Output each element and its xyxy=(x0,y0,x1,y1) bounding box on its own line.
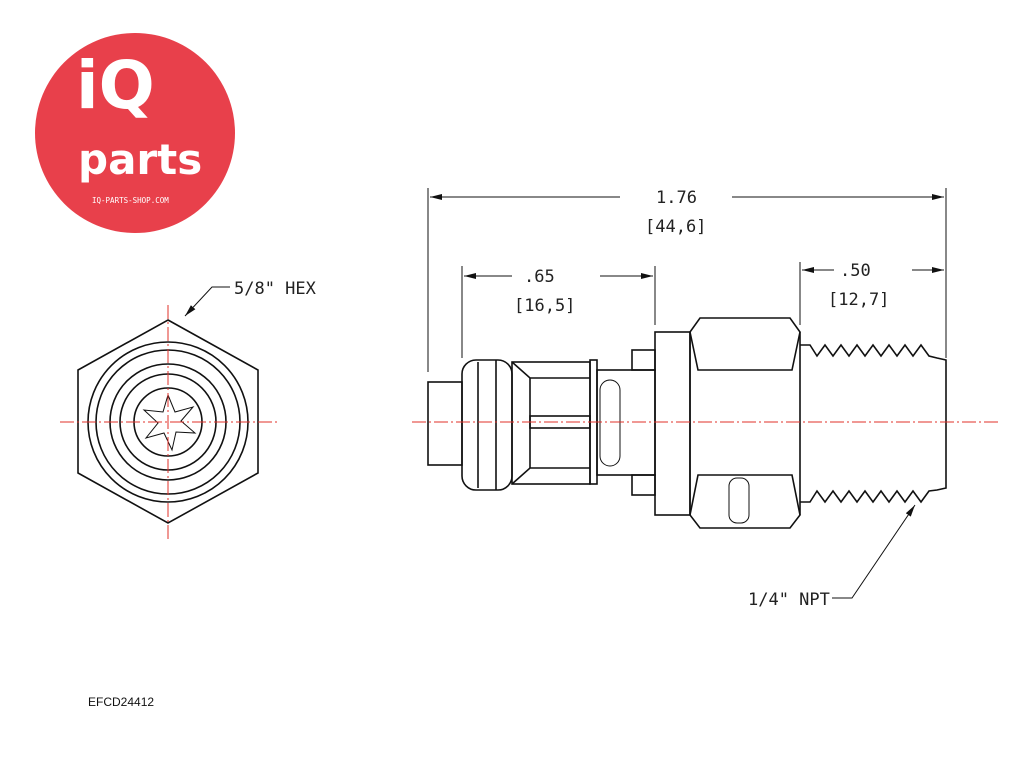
thread-inch: .50 xyxy=(840,261,871,281)
body-mm: [16,5] xyxy=(514,296,575,316)
dimension-overall: 1.76 [44,6] xyxy=(427,188,947,372)
iq-parts-logo: iQ parts IQ-PARTS-SHOP.COM xyxy=(35,33,235,233)
logo-text-parts: parts xyxy=(78,135,202,184)
npt-label: 1/4" NPT xyxy=(748,590,830,610)
body-inch: .65 xyxy=(524,267,555,287)
dimension-body: .65 [16,5] xyxy=(461,266,656,358)
logo-url: IQ-PARTS-SHOP.COM xyxy=(92,196,169,205)
side-view xyxy=(412,317,1000,529)
overall-inch: 1.76 xyxy=(656,188,697,208)
end-view: 5/8" HEX xyxy=(60,279,317,540)
hex-callout: 5/8" HEX xyxy=(234,279,317,299)
npt-callout: 1/4" NPT xyxy=(748,504,916,610)
part-number: EFCD24412 xyxy=(88,695,155,709)
dimension-thread: .50 [12,7] xyxy=(799,261,944,325)
thread-mm: [12,7] xyxy=(828,290,889,310)
logo-text-iq: iQ xyxy=(76,47,155,124)
overall-mm: [44,6] xyxy=(645,217,706,237)
